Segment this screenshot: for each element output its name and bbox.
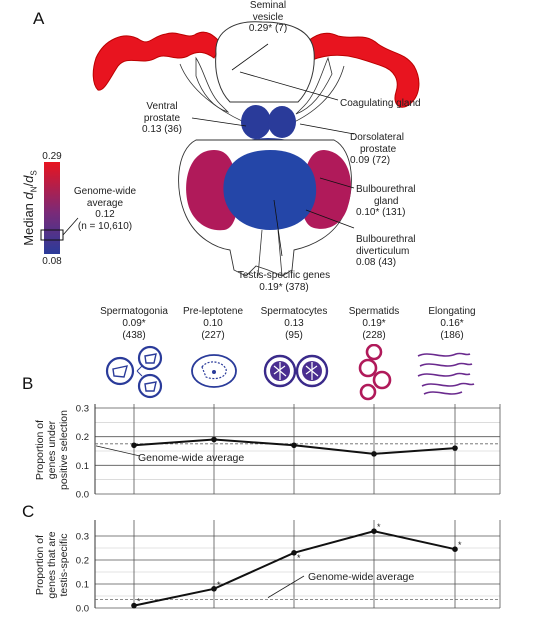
tick-label-y: 0.0	[76, 604, 89, 615]
legend-max: 0.29	[42, 151, 62, 162]
coagulating-gland-left	[195, 56, 230, 113]
reference-label: Genome-wide average	[308, 571, 414, 583]
data-point	[371, 451, 377, 457]
leader-bulbourethral-gland	[319, 177, 355, 189]
leader-testis	[273, 199, 283, 257]
ventral-prostate-left	[241, 105, 271, 139]
testis-region	[223, 150, 317, 230]
label-testis: Testis-specific genes 0.19* (378)	[237, 270, 331, 293]
significance-mark: *	[458, 540, 462, 550]
tick-label-y: 0.0	[76, 490, 89, 501]
legend-color-bar	[44, 162, 60, 254]
ventral-prostate-right	[268, 106, 296, 138]
label-coagulating-gland: Coagulating gland	[340, 98, 421, 109]
cell-spermatogonia-icon	[105, 345, 163, 399]
panel-label-a: A	[33, 9, 45, 28]
data-point	[211, 586, 217, 592]
label-bulbourethral-gland: Bulbourethral gland 0.10* (131)	[356, 184, 416, 218]
significance-mark: *	[137, 597, 141, 607]
tick-label-y: 0.1	[76, 461, 89, 472]
tick-label-y: 0.1	[76, 580, 89, 591]
cell-spermatids-icon	[358, 344, 392, 401]
duct-right	[289, 65, 345, 125]
urethra-line	[257, 229, 283, 277]
data-point	[211, 436, 217, 443]
legend-title: Median dN/dS	[21, 170, 39, 246]
legend-genome-leader	[62, 217, 79, 236]
label-seminal-vesicle: Seminal vesicle 0.29* (7)	[248, 0, 288, 34]
cell-pre-leptotene-icon	[191, 354, 237, 388]
panel-label-b: B	[22, 374, 34, 393]
leader-coagulating-gland	[239, 71, 339, 101]
data-point	[291, 550, 297, 556]
bulbourethral-gland-left	[186, 150, 238, 231]
leader-bulbourethral-diverticulum	[305, 209, 355, 229]
seminal-vesicle-right	[301, 32, 420, 108]
cell-illustrations	[105, 344, 475, 401]
significance-mark: *	[297, 553, 301, 563]
significance-mark: *	[217, 580, 221, 590]
legend-min: 0.08	[42, 256, 62, 267]
data-point	[452, 546, 458, 552]
series-line	[133, 530, 456, 607]
label-dorsolateral-prostate: Dorsolateral prostate 0.09 (72)	[350, 132, 404, 166]
legend-genome-average: Genome-wide average 0.12 (n = 10,610)	[73, 186, 137, 232]
label-bulbourethral-diverticulum: Bulbourethral diverticulum 0.08 (43)	[356, 234, 416, 268]
reference-leader	[95, 445, 141, 457]
seminal-vesicle-left	[92, 31, 223, 91]
tick-label-y: 0.3	[76, 532, 89, 543]
data-point	[131, 602, 137, 609]
significance-mark: *	[377, 522, 381, 532]
anatomy-diagram	[40, 21, 420, 277]
leader-seminal-vesicle	[231, 43, 269, 71]
data-point	[371, 528, 377, 534]
tick-label-y: 0.2	[76, 432, 89, 443]
cell-elongating-icon	[417, 352, 475, 395]
data-point	[452, 445, 458, 451]
bladder-outline	[215, 21, 315, 103]
data-point	[291, 442, 297, 449]
cell-spermatocytes-icon	[263, 354, 329, 388]
tick-label-y: 0.3	[76, 404, 89, 415]
bulbourethral-gland-right	[301, 150, 351, 229]
label-ventral-prostate: Ventral prostate 0.13 (36)	[141, 101, 183, 135]
duct-left	[179, 63, 245, 123]
leader-dorsolateral-prostate	[299, 123, 355, 135]
leader-ventral-prostate	[191, 117, 247, 127]
reference-leader	[267, 575, 305, 598]
reference-label: Genome-wide average	[138, 452, 244, 464]
panel-label-c: C	[22, 502, 35, 521]
data-point	[131, 442, 137, 449]
tick-label-y: 0.2	[76, 556, 89, 567]
coagulating-gland-right	[295, 56, 333, 115]
